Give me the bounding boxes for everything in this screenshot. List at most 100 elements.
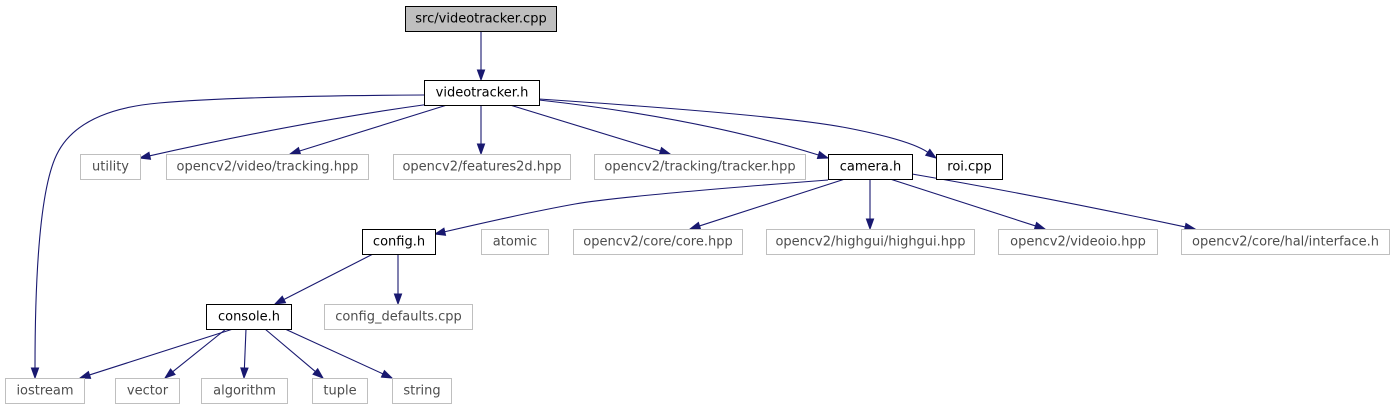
arrowhead-icon [240, 367, 249, 380]
arrowhead-icon [658, 146, 672, 156]
edge-videotracker_h-to-iostream [30, 94, 425, 380]
edge-line [889, 178, 1036, 227]
edge-line [34, 94, 425, 369]
edge-videotracker_h-to-utility [138, 103, 431, 160]
node-box [424, 80, 540, 106]
node-label: opencv2/highgui/highgui.hpp [775, 235, 965, 250]
node-box [481, 229, 549, 255]
edge-videotracker_h-to-opencv_features2d [476, 105, 486, 156]
edge-src_videotracker_cpp-to-videotracker_h [476, 31, 486, 82]
node-label: opencv2/features2d.hpp [402, 160, 561, 175]
edge-console_h-to-algorithm [240, 328, 249, 380]
arrowhead-icon [433, 227, 447, 236]
edge-videotracker_h-to-opencv_tracking_tracker [509, 104, 672, 156]
arrowhead-icon [380, 369, 394, 379]
node-label: videotracker.h [436, 86, 529, 101]
node-label: config.h [373, 235, 425, 250]
node-label: config_defaults.cpp [335, 310, 462, 325]
node-roi-cpp[interactable]: roi.cpp [936, 154, 1003, 180]
edge-camera_h-to-opencv_core_core [688, 178, 846, 230]
nodes-layer: src/videotracker.cpp videotracker.h utilit… [5, 6, 1390, 404]
node-box [5, 378, 85, 404]
edge-line [538, 98, 929, 153]
arrowhead-icon [1033, 221, 1047, 230]
node-opencv-core-core: opencv2/core/core.hpp [573, 229, 743, 255]
arrowhead-icon [476, 69, 486, 82]
edge-camera_h-to-opencv_videoio [889, 178, 1047, 230]
node-label: algorithm [213, 384, 276, 399]
edge-videotracker_h-to-opencv_video_tracking [288, 104, 448, 155]
arrowhead-icon [163, 368, 176, 379]
arrowhead-icon [30, 367, 40, 380]
edge-camera_h-to-opencv_hal_interface [911, 173, 1197, 232]
edge-videotracker_h-to-roi_cpp [538, 98, 938, 159]
node-box [1181, 229, 1390, 255]
node-label: src/videotracker.cpp [415, 12, 546, 27]
edges-layer [30, 31, 1197, 380]
node-label: vector [127, 384, 169, 399]
edge-camera_h-to-config_h [433, 179, 829, 236]
node-algorithm: algorithm [201, 378, 288, 404]
edge-console_h-to-iostream [78, 328, 234, 379]
node-box [80, 154, 141, 180]
arrowhead-icon [688, 221, 702, 230]
node-label: atomic [493, 235, 537, 250]
edge-line [444, 179, 829, 233]
arrowhead-icon [138, 151, 152, 160]
node-label: roi.cpp [947, 160, 991, 175]
node-src-videotracker-cpp[interactable]: src/videotracker.cpp [405, 6, 557, 32]
node-box [936, 154, 1003, 180]
arrowhead-icon [393, 293, 403, 306]
edge-line [284, 328, 384, 375]
edge-line [149, 103, 431, 157]
node-opencv-video-tracking: opencv2/video/tracking.hpp [166, 154, 369, 180]
node-console-h[interactable]: console.h [206, 304, 292, 330]
arrowhead-icon [78, 370, 92, 379]
node-box [392, 378, 452, 404]
node-box [206, 304, 292, 330]
node-string: string [392, 378, 452, 404]
node-tuple: tuple [312, 378, 368, 404]
node-config-h[interactable]: config.h [362, 229, 436, 255]
node-box [362, 229, 436, 255]
node-label: opencv2/videoio.hpp [1010, 235, 1146, 250]
edge-line [264, 328, 316, 372]
node-camera-h[interactable]: camera.h [828, 154, 913, 180]
edge-config_h-to-console_h [273, 253, 374, 305]
node-box [312, 378, 368, 404]
edge-line [299, 104, 448, 152]
arrowhead-icon [865, 218, 875, 231]
node-box [324, 304, 473, 330]
node-config-defaults-cpp: config_defaults.cpp [324, 304, 473, 330]
arrowhead-icon [288, 146, 302, 155]
node-box [828, 154, 913, 180]
node-label: opencv2/tracking/tracker.hpp [604, 160, 795, 175]
edge-line [699, 178, 846, 227]
node-opencv-tracking-tracker: opencv2/tracking/tracker.hpp [594, 154, 806, 180]
node-box [573, 229, 743, 255]
edge-camera_h-to-opencv_highgui [865, 179, 875, 231]
node-opencv-videoio: opencv2/videoio.hpp [998, 229, 1158, 255]
arrowhead-icon [312, 367, 325, 379]
edge-line [89, 328, 234, 376]
node-opencv-highgui: opencv2/highgui/highgui.hpp [766, 229, 975, 255]
arrowhead-icon [273, 295, 287, 305]
node-box [594, 154, 806, 180]
node-videotracker-h[interactable]: videotracker.h [424, 80, 540, 106]
arrowhead-icon [924, 148, 938, 159]
node-iostream: iostream [5, 378, 85, 404]
edge-console_h-to-string [284, 328, 394, 379]
node-opencv-features2d: opencv2/features2d.hpp [393, 154, 571, 180]
node-vector: vector [115, 378, 180, 404]
edge-line [172, 328, 227, 373]
node-box [115, 378, 180, 404]
node-utility: utility [80, 154, 141, 180]
edge-console_h-to-tuple [264, 328, 325, 379]
node-label: opencv2/video/tracking.hpp [177, 160, 359, 175]
edge-console_h-to-vector [163, 328, 227, 379]
node-label: opencv2/core/core.hpp [583, 235, 733, 250]
node-label: string [403, 384, 440, 399]
edge-videotracker_h-to-camera_h [538, 99, 830, 159]
edge-line [243, 328, 247, 369]
